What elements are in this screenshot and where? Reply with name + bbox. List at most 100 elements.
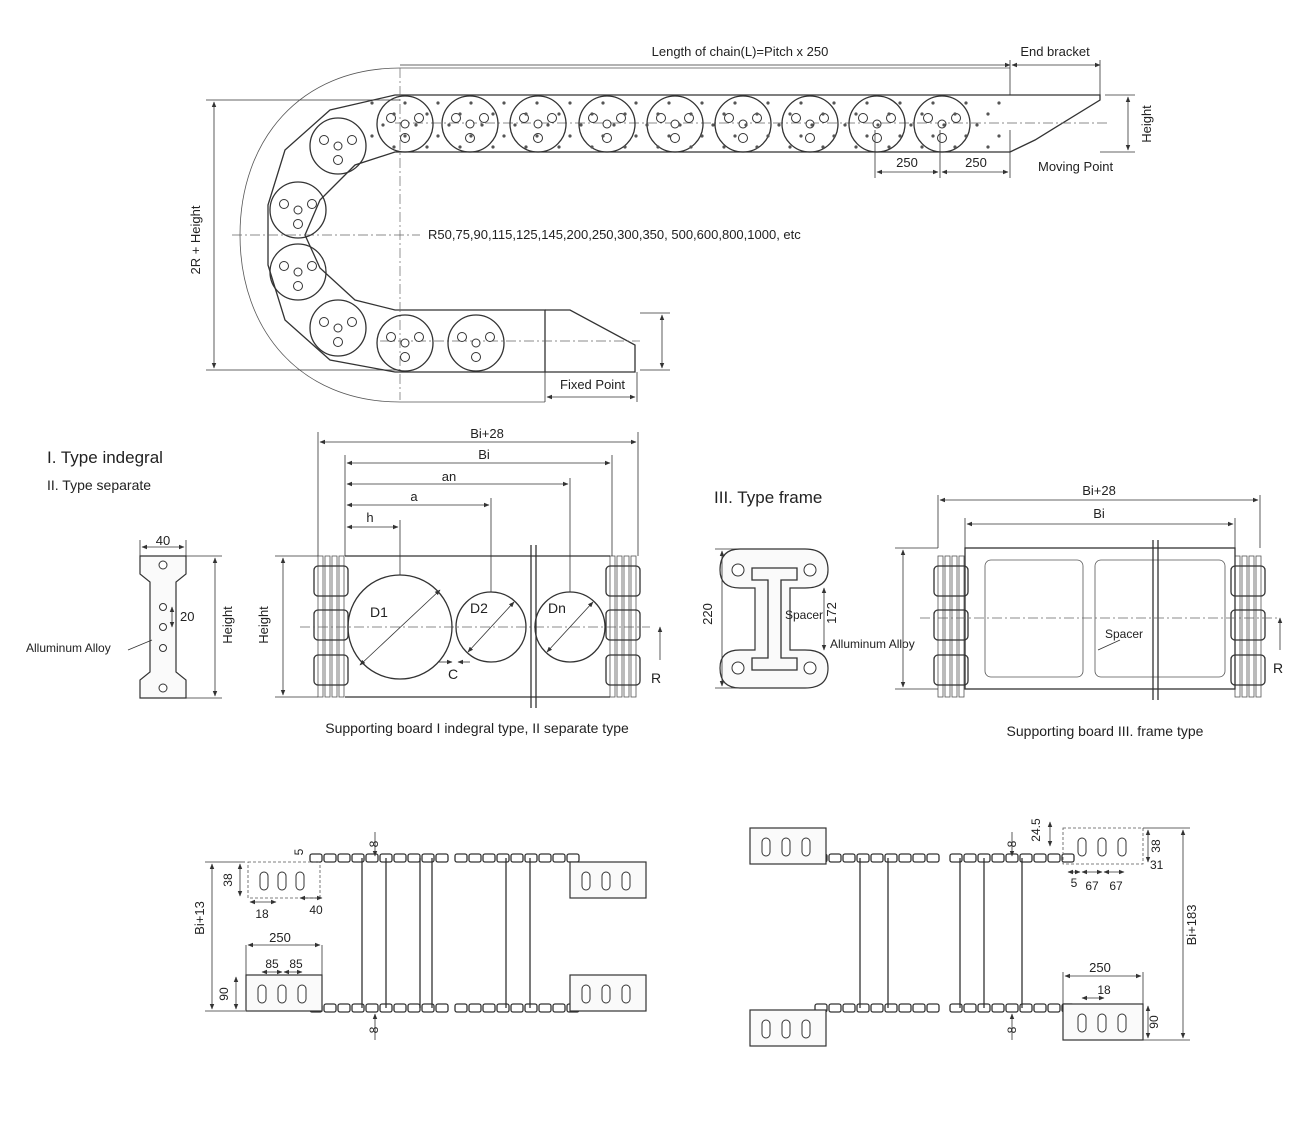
left-side-lug-2 [313, 654, 349, 686]
bl-bottom-link-1 [323, 1003, 337, 1013]
dn-diameter-line [546, 601, 594, 653]
chain-dot-67 [810, 123, 814, 127]
br-top2-link-7 [1047, 853, 1061, 863]
link-hole-3-2 [602, 133, 612, 143]
chain-dot-5 [403, 101, 407, 105]
frame-left-side-strip-1 [944, 555, 951, 698]
chain-dot-89 [953, 145, 957, 149]
br-lt-slot-2 [781, 837, 791, 857]
chain-dot-63 [788, 112, 792, 116]
br-lt-slot-1 [761, 837, 771, 857]
bl-bottom-slot-3 [297, 984, 307, 1004]
bl-bottom-link-3 [351, 1003, 365, 1013]
mounting-view-right: 8 24.5 38 31 5 67 67 Bi+183 250 18 90 8 [749, 818, 1199, 1047]
link-hole-3-1 [616, 113, 626, 123]
chain-dots-pattern [370, 101, 1001, 149]
frame-right-side-lug-0 [1230, 565, 1266, 597]
br-bottom-link-4 [870, 1003, 884, 1013]
chain-dot-76 [865, 134, 869, 138]
frame-bi28-label: Bi+28 [1082, 483, 1116, 498]
bl-top2-link-0 [454, 853, 468, 863]
side-plates-left [313, 555, 349, 698]
separator-hole-4 [159, 644, 167, 652]
bl-rb-slot-3 [621, 984, 631, 1004]
2r-height-label: 2R + Height [188, 205, 203, 274]
frame-side-plates-right [1230, 555, 1266, 698]
h-label: h [366, 510, 373, 525]
link-hole-7-0 [858, 113, 868, 123]
chain-link-11 [269, 243, 327, 301]
chain-link-5 [714, 95, 772, 153]
bl-5-label: 5 [292, 848, 306, 855]
br-rt-slot-1 [1077, 837, 1087, 857]
bl-bottom-link-8 [421, 1003, 435, 1013]
br-top-link-6 [898, 853, 912, 863]
chain-dot-0 [370, 101, 374, 105]
frame-hole-tl [731, 563, 745, 577]
chain-link-3 [578, 95, 636, 153]
right-side-lug-0 [605, 565, 641, 597]
chain-dot-16 [469, 134, 473, 138]
bl-bottom2-link-2 [482, 1003, 496, 1013]
link-hole-11-0 [279, 261, 289, 271]
bl-top-slot-1 [259, 871, 269, 891]
chain-dot-59 [755, 145, 759, 149]
frame-caption: Supporting board III. frame type [1007, 723, 1204, 739]
frame-right-side-strip-3 [1255, 555, 1262, 698]
mounting-view-left: 8 5 38 18 40 Bi+13 250 85 85 90 8 [192, 832, 647, 1040]
chain-dot-21 [502, 134, 506, 138]
chain-dot-11 [436, 134, 440, 138]
br-bottom-link-5 [884, 1003, 898, 1013]
br-rb-slot-1 [1077, 1013, 1087, 1033]
chain-dot-45 [667, 101, 671, 105]
bl-85a-label: 85 [265, 957, 279, 971]
chain-dot-40 [634, 101, 638, 105]
chain-dot-8 [425, 112, 429, 116]
chain-dot-26 [535, 134, 539, 138]
chain-dot-75 [865, 101, 869, 105]
left-side-strip-1 [324, 555, 331, 698]
br-top2-link-8 [1061, 853, 1075, 863]
bl-top-link-6 [393, 853, 407, 863]
bl-bottom2-link-1 [468, 1003, 482, 1013]
frame-right-side-strip-1 [1241, 555, 1248, 698]
bl-rb-slot-2 [601, 984, 611, 1004]
bl-8-top-label: 8 [367, 840, 381, 847]
frame-plate-outline [719, 548, 829, 689]
chain-dot-58 [755, 112, 759, 116]
chain-dot-93 [986, 112, 990, 116]
chain-dot-1 [370, 134, 374, 138]
chain-dot-88 [953, 112, 957, 116]
link-hole-center-3 [602, 119, 612, 129]
link-hole-10-2 [293, 219, 303, 229]
chain-dot-85 [931, 101, 935, 105]
br-bottom2-link-3 [991, 1003, 1005, 1013]
bl-rb-slot-1 [581, 984, 591, 1004]
chain-dot-9 [425, 145, 429, 149]
br-8-bottom-label: 8 [1005, 1026, 1019, 1033]
frame-left-side-lug-2 [933, 654, 969, 686]
chain-link-13 [376, 314, 434, 372]
br-lb-slot-1 [761, 1019, 771, 1039]
left-side-lug-1 [313, 609, 349, 641]
chain-dot-68 [821, 112, 825, 116]
bl-bottom-slot-1 [257, 984, 267, 1004]
br-67b-label: 67 [1109, 879, 1123, 893]
br-bottom2-link-1 [963, 1003, 977, 1013]
d2-label: D2 [470, 600, 488, 616]
separator-hole-3 [159, 623, 167, 631]
frame-hole-tr [803, 563, 817, 577]
bl-top-link-3 [351, 853, 365, 863]
frame-spacer-leader [1097, 639, 1121, 651]
link-hole-9-2 [333, 155, 343, 165]
br-5-label: 5 [1071, 876, 1078, 890]
frame-right-side-strip-0 [1234, 555, 1241, 698]
chain-dot-96 [997, 134, 1001, 138]
moving-point-label: Moving Point [1038, 159, 1114, 174]
chain-dot-70 [832, 101, 836, 105]
bl-top-link-4 [365, 853, 379, 863]
br-bottom2-link-4 [1005, 1003, 1019, 1013]
bl-top-bracket [247, 861, 321, 899]
length-label: Length of chain(L)=Pitch x 250 [652, 44, 829, 59]
